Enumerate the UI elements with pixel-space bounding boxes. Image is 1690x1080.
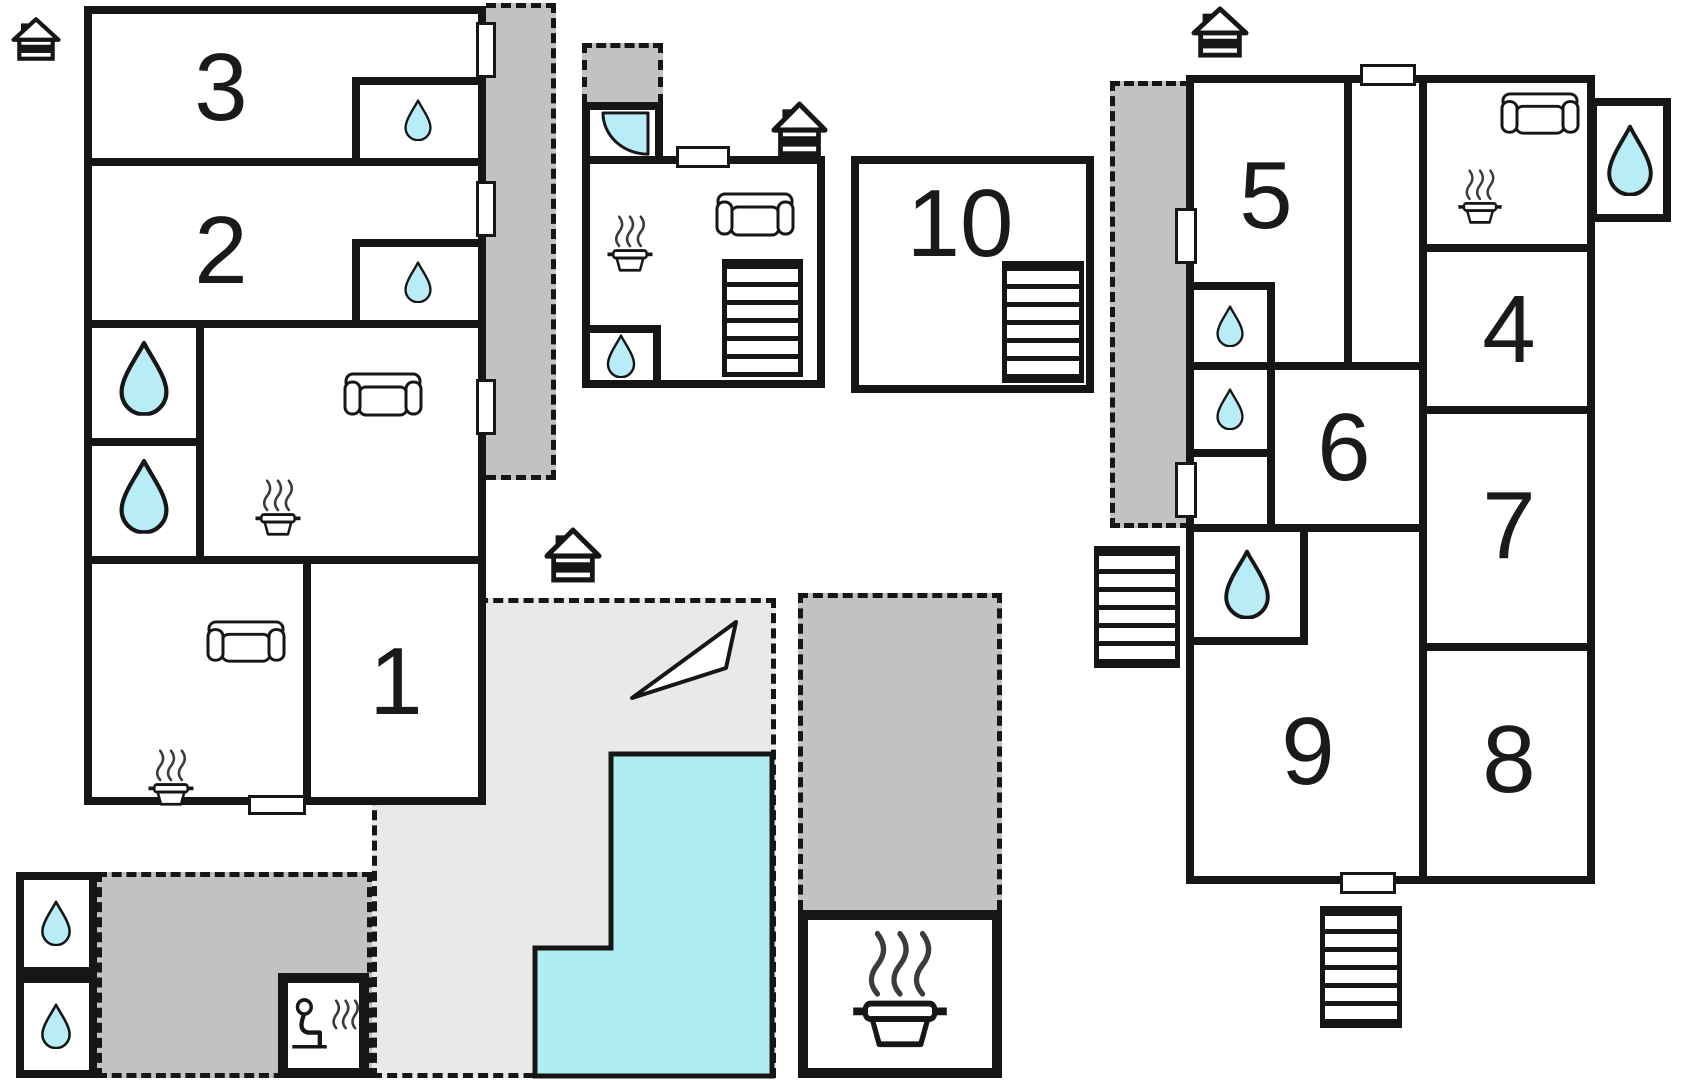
wall bbox=[303, 556, 311, 805]
room-7-label: 7 bbox=[1482, 472, 1536, 579]
room-8-label: 8 bbox=[1482, 706, 1536, 813]
swimming-pool bbox=[532, 751, 775, 1079]
stairs-icon bbox=[1320, 906, 1402, 1028]
door-opening bbox=[1175, 208, 1197, 264]
door-opening bbox=[1360, 64, 1416, 86]
cooking-pot-icon bbox=[1456, 168, 1504, 226]
water-drop-icon bbox=[402, 99, 434, 141]
door-opening bbox=[476, 22, 496, 78]
stairs-icon bbox=[722, 259, 803, 377]
wc-box-outdoor-lower bbox=[16, 975, 97, 1078]
water-drop-icon bbox=[1221, 549, 1273, 619]
water-drop-icon bbox=[39, 1003, 73, 1049]
water-drop-icon bbox=[39, 900, 73, 946]
water-drop-icon bbox=[604, 334, 638, 378]
room-10-label: 10 bbox=[906, 170, 1014, 277]
terrace-b bbox=[582, 43, 663, 104]
cooking-pot-icon bbox=[605, 214, 655, 274]
sofa-icon bbox=[1500, 92, 1580, 136]
water-drop-icon bbox=[1214, 305, 1246, 347]
wall bbox=[84, 320, 486, 328]
wall bbox=[84, 556, 486, 564]
room-6-label: 6 bbox=[1317, 394, 1371, 501]
water-drop-icon bbox=[1214, 388, 1246, 430]
sofa-icon bbox=[206, 620, 286, 664]
wind-vane-icon bbox=[630, 620, 738, 700]
water-drop-icon bbox=[116, 340, 172, 416]
cooking-pot-icon bbox=[848, 928, 952, 1052]
sofa-icon bbox=[715, 192, 795, 238]
room-4-label: 4 bbox=[1482, 276, 1536, 383]
door-opening bbox=[248, 795, 306, 815]
balcony-terrace-a bbox=[486, 3, 556, 480]
door-opening bbox=[476, 379, 496, 435]
water-drop-icon bbox=[116, 458, 172, 534]
house-entrance-icon bbox=[11, 16, 61, 62]
room-1-label: 1 bbox=[369, 628, 423, 735]
terrace-bottom-middle bbox=[798, 593, 1002, 910]
sofa-icon bbox=[343, 372, 423, 418]
wall bbox=[1186, 524, 1427, 532]
house-entrance-icon bbox=[771, 100, 828, 158]
wall bbox=[653, 325, 661, 388]
wall bbox=[1419, 244, 1595, 252]
wall bbox=[1419, 75, 1427, 884]
sauna-icon bbox=[288, 992, 362, 1052]
door-opening bbox=[1175, 462, 1197, 518]
wall bbox=[1419, 643, 1595, 651]
door-swing-icon bbox=[600, 110, 652, 158]
door-opening bbox=[1340, 872, 1396, 894]
door-opening bbox=[476, 181, 496, 237]
stairs-icon bbox=[1094, 546, 1180, 668]
room-3-label: 3 bbox=[194, 34, 248, 141]
wall bbox=[1344, 75, 1352, 366]
wall bbox=[1419, 406, 1595, 414]
wall bbox=[84, 158, 486, 166]
room-2-label: 2 bbox=[194, 197, 248, 304]
wall bbox=[582, 325, 661, 333]
terrace-d bbox=[1110, 81, 1190, 528]
water-drop-icon bbox=[1604, 124, 1656, 196]
stairs-icon bbox=[1002, 261, 1084, 383]
room-5-label: 5 bbox=[1239, 142, 1293, 249]
house-entrance-icon bbox=[1191, 5, 1249, 59]
cooking-pot-icon bbox=[146, 748, 196, 808]
cooking-pot-icon bbox=[253, 478, 303, 538]
water-drop-icon bbox=[402, 261, 434, 303]
bath-box-d bbox=[1589, 98, 1671, 222]
room-9-label: 9 bbox=[1281, 698, 1335, 805]
house-entrance-icon bbox=[544, 526, 602, 584]
wall bbox=[1267, 449, 1275, 532]
door-opening bbox=[676, 146, 730, 168]
wc-box-outdoor-upper bbox=[16, 872, 97, 975]
wall bbox=[1186, 362, 1427, 370]
